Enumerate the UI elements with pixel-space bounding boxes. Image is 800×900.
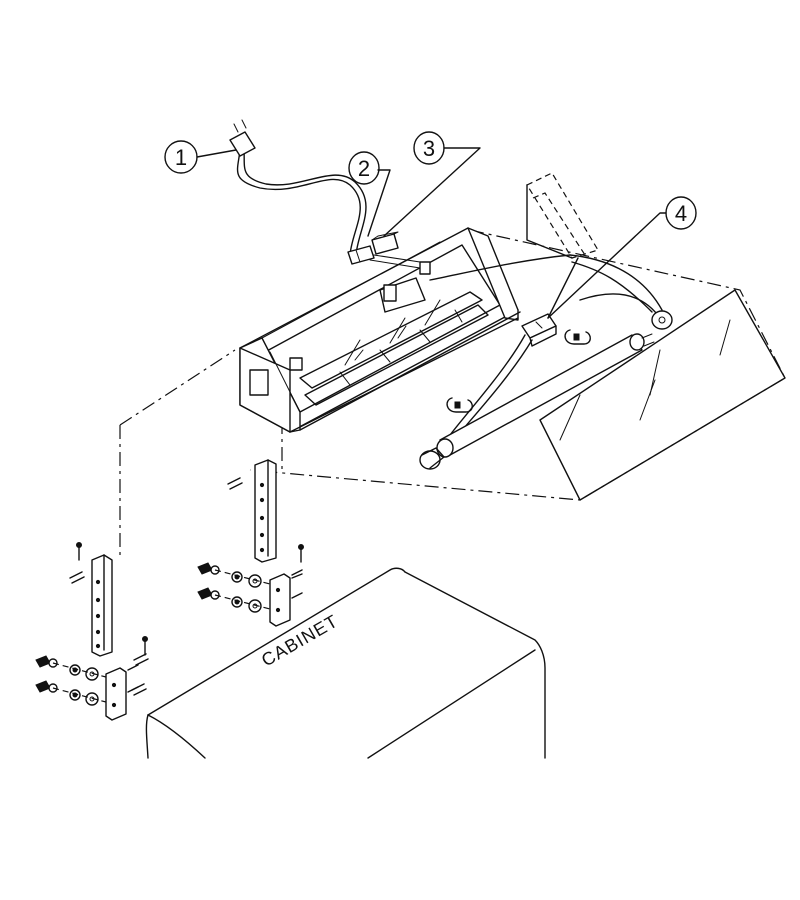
callout-1: 1: [164, 140, 237, 174]
power-cord: [229, 119, 367, 256]
callout-2-number: 2: [358, 156, 370, 181]
clip-bracket-left: [105, 664, 139, 721]
callout-3: 3: [383, 131, 481, 237]
side-panel-dashed: [526, 172, 599, 259]
connector-block: [347, 245, 421, 269]
angled-glass-panel: [539, 289, 786, 501]
hardware-set-lower: [35, 655, 107, 706]
ballast-box: [371, 231, 399, 255]
fluorescent-tube: [436, 333, 655, 458]
tube-end-cap: [419, 447, 445, 470]
roller-end: [651, 310, 673, 330]
cabinet: [145, 567, 546, 759]
mounting-bracket-left: [69, 554, 113, 657]
callout-1-number: 1: [175, 145, 187, 170]
hardware-set-upper: [197, 562, 271, 613]
lamp-clip-right: [564, 329, 591, 345]
light-housing: [239, 227, 521, 433]
switch-box: [521, 313, 557, 347]
pins: [131, 573, 303, 696]
clip-bracket-right: [269, 569, 303, 627]
mounting-bracket-upper: [227, 459, 277, 563]
callout-4: 4: [547, 196, 697, 319]
glass-shelves: [299, 291, 489, 406]
callout-4-number: 4: [675, 201, 687, 226]
screws: [76, 542, 304, 656]
callout-2: 2: [348, 151, 391, 237]
callout-3-number: 3: [423, 136, 435, 161]
lamp-clip-left: [446, 397, 473, 413]
